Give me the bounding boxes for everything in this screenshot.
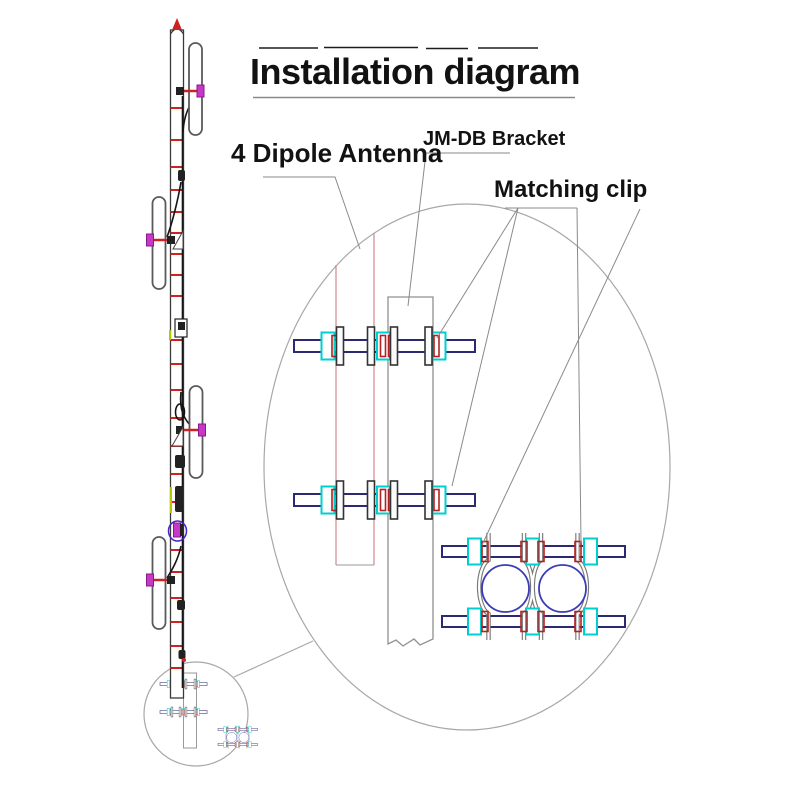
clamp-row-2 xyxy=(293,480,476,520)
leader-matching-clip-2 xyxy=(451,207,519,487)
jm-db-bracket-body xyxy=(387,296,434,647)
connector-highlight-circle xyxy=(167,520,188,542)
leader-matching-clip-3 xyxy=(481,208,641,546)
magnified-detail-ellipse xyxy=(263,203,671,731)
mini-matching-clip-assembly xyxy=(217,725,258,749)
leader-jm-db-bracket xyxy=(407,152,510,307)
callout-dipole-antenna: 4 Dipole Antenna xyxy=(231,138,443,168)
mast-tip xyxy=(172,18,182,30)
magnified-view xyxy=(293,233,625,647)
antenna-mast xyxy=(146,18,206,699)
mast-ticks xyxy=(170,107,184,669)
callout-leaders xyxy=(263,152,641,546)
leader-matching-clip-1 xyxy=(436,207,519,339)
balloon-connector-line xyxy=(233,640,314,678)
detail-circle-small xyxy=(143,661,249,767)
page-title: Installation diagram xyxy=(249,51,581,92)
clamp-row-1 xyxy=(293,326,476,366)
callout-jm-db-bracket: JM-DB Bracket xyxy=(423,128,566,150)
dipole-element-4 xyxy=(151,536,167,630)
matching-clip-assembly xyxy=(442,533,625,640)
dipole-element-2 xyxy=(151,196,167,290)
title-top-rule xyxy=(259,46,538,50)
mini-clamp-row-2 xyxy=(159,706,208,718)
mast-components xyxy=(167,170,188,662)
small-detail-view xyxy=(159,672,258,749)
leader-matching-clip-4 xyxy=(576,207,582,544)
dipole-mounts xyxy=(146,84,206,587)
leader-dipole-antenna xyxy=(263,176,361,250)
callout-matching-clip: Matching clip xyxy=(494,176,648,203)
